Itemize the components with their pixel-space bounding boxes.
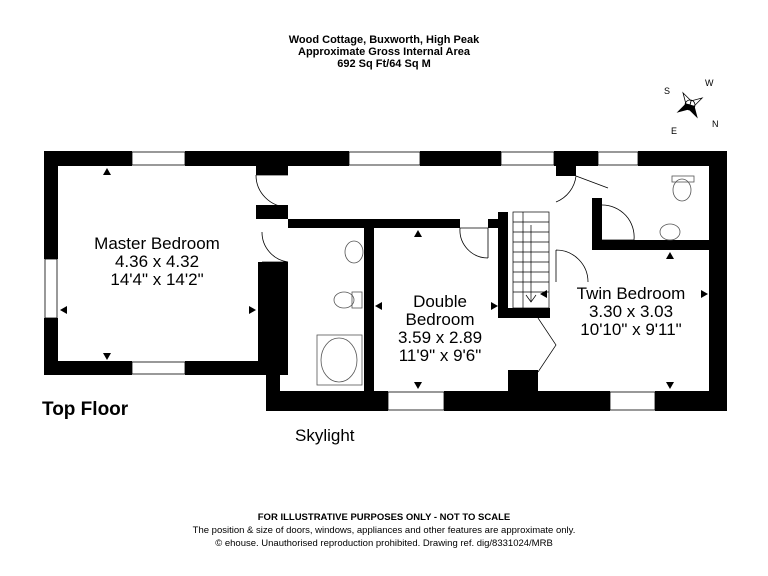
property-address: Wood Cottage, Buxworth, High Peak — [288, 34, 480, 46]
disclaimer-title: FOR ILLUSTRATIVE PURPOSES ONLY - NOT TO … — [257, 512, 511, 523]
room-double-bedroom: Double Bedroom 3.59 x 2.89 11'9" x 9'6" — [380, 293, 500, 365]
room-name: Twin Bedroom — [576, 284, 686, 303]
room-name-2: Bedroom — [405, 310, 475, 329]
plan-header: Wood Cottage, Buxworth, High Peak Approx… — [0, 34, 768, 70]
room-name: Master Bedroom — [94, 234, 220, 253]
dimension-arrows — [60, 168, 708, 389]
room-imperial: 10'10" x 9'11" — [580, 320, 682, 339]
area-value: 692 Sq Ft/64 Sq M — [337, 58, 431, 70]
compass-n: N — [712, 119, 719, 129]
compass-e: E — [671, 126, 678, 136]
floor-label: Top Floor — [42, 399, 129, 420]
plan-footer: FOR ILLUSTRATIVE PURPOSES ONLY - NOT TO … — [0, 511, 768, 550]
room-imperial: 11'9" x 9'6" — [398, 346, 482, 365]
room-metric: 3.59 x 2.89 — [397, 328, 483, 347]
doors — [255, 174, 635, 283]
compass-icon: S W E N — [660, 74, 720, 136]
room-imperial: 14'4" x 14'2" — [110, 270, 204, 289]
compass-w: W — [705, 78, 714, 88]
skylight-label: Skylight — [295, 426, 355, 445]
room-master-bedroom: Master Bedroom 4.36 x 4.32 14'4" x 14'2" — [72, 235, 242, 289]
disclaimer-text: The position & size of doors, windows, a… — [192, 525, 576, 536]
cupboard — [537, 317, 557, 373]
windows — [44, 151, 656, 411]
copyright-text: © ehouse. Unauthorised reproduction proh… — [215, 538, 553, 549]
walls — [44, 151, 727, 411]
area-caption: Approximate Gross Internal Area — [298, 46, 470, 58]
staircase — [512, 211, 550, 309]
room-metric: 4.36 x 4.32 — [114, 252, 200, 271]
room-twin-bedroom: Twin Bedroom 3.30 x 3.03 10'10" x 9'11" — [558, 285, 704, 339]
fixtures — [316, 175, 695, 386]
room-name-1: Double — [413, 292, 467, 311]
room-metric: 3.30 x 3.03 — [588, 302, 674, 321]
compass-s: S — [664, 86, 671, 96]
